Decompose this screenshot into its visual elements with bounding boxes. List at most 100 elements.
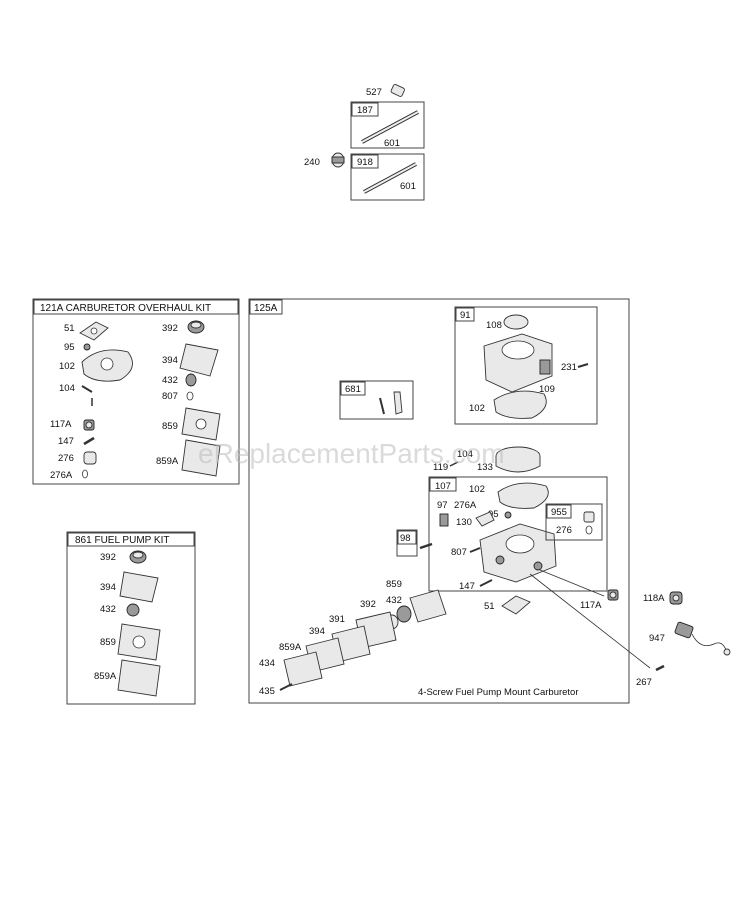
label-104-mid: 104 [457, 449, 473, 460]
top-group: 527 187 601 240 918 601 [304, 84, 425, 201]
carb-125a-caption: 4-Screw Fuel Pump Mount Carburetor [418, 687, 579, 698]
label-lower-432: 432 [386, 595, 402, 606]
carb-125a-frame [248, 298, 630, 704]
label-240: 240 [304, 157, 320, 168]
label-lower-391: 391 [329, 614, 345, 625]
carb-125a: 125A 4-Screw Fuel Pump Mount Carburetor … [248, 298, 651, 704]
screw-107-807-icon [469, 547, 481, 553]
label-861-432: 432 [100, 604, 116, 615]
carb-body-107-icon [479, 523, 557, 583]
part-527-icon [390, 84, 405, 97]
label-108: 108 [486, 320, 502, 331]
label-133: 133 [477, 462, 493, 473]
oring-807-icon [186, 391, 194, 401]
oring-276a-icon [82, 469, 88, 479]
label-lower-434: 434 [259, 658, 275, 669]
diaphragm-394-icon [179, 343, 219, 377]
gasket-861-859a-icon [117, 659, 161, 697]
box-107-title-box [429, 477, 457, 492]
label-119: 119 [433, 462, 448, 473]
needle-681-icon [379, 391, 403, 415]
box-91-title-box [455, 307, 475, 322]
label-130: 130 [456, 517, 472, 528]
screw-231-icon [577, 363, 589, 368]
label-859: 859 [162, 421, 178, 432]
box-681 [339, 380, 414, 420]
label-681: 681 [345, 384, 361, 395]
fuel-line-187-icon [361, 110, 419, 144]
valve-lower-117a-icon [607, 589, 619, 601]
label-392: 392 [162, 323, 178, 334]
label-276a: 276A [50, 470, 73, 481]
gasket-108-icon [503, 314, 529, 330]
leader-117a-line [539, 569, 605, 597]
label-95: 95 [64, 342, 75, 353]
label-231: 231 [561, 362, 577, 373]
label-107-276a: 276A [454, 500, 477, 511]
box-98 [396, 529, 418, 557]
label-107-807: 807 [451, 547, 467, 558]
label-98: 98 [400, 533, 411, 544]
label-947: 947 [649, 633, 665, 644]
gasket-861-432-icon [126, 603, 140, 617]
solenoid-947-icon [674, 621, 731, 656]
screw-107-95-icon [504, 511, 512, 519]
filter-861-392-icon [129, 550, 147, 564]
watermark-text: eReplacementParts.com [198, 438, 505, 469]
label-107-102: 102 [469, 484, 485, 495]
label-lower-392: 392 [360, 599, 376, 610]
cap-276-icon [83, 451, 97, 465]
label-955-276: 276 [556, 525, 572, 536]
label-394: 394 [162, 355, 178, 366]
gasket-859a-icon [181, 439, 221, 477]
label-51: 51 [64, 323, 75, 334]
label-lower-859a: 859A [279, 642, 302, 653]
label-861-859a: 859A [94, 671, 117, 682]
label-117a: 117A [50, 419, 72, 430]
label-267: 267 [636, 677, 652, 688]
label-118a: 118A [643, 593, 665, 604]
plate-861-859-icon [117, 623, 161, 661]
carb-125a-title-box [249, 299, 283, 315]
label-432: 432 [162, 375, 178, 386]
kit-121a: 121A CARBURETOR OVERHAUL KIT 51 95 102 1… [32, 298, 240, 485]
label-527: 527 [366, 87, 382, 98]
label-104: 104 [59, 383, 75, 394]
label-lower-51: 51 [484, 601, 495, 612]
carb-body-91-icon [483, 333, 553, 393]
label-lower-117a: 117A [580, 600, 602, 611]
label-807: 807 [162, 391, 178, 402]
fuel-pump-stack-icon [279, 589, 447, 691]
outside-parts: 118A 947 267 [636, 591, 731, 688]
box-187-title [351, 102, 379, 117]
gasket-432-icon [185, 373, 197, 387]
fitting-118a-icon [669, 591, 683, 605]
box-918-title [351, 154, 379, 169]
label-91-102: 102 [469, 403, 485, 414]
bowl-133-icon [495, 446, 541, 473]
label-97: 97 [437, 500, 448, 511]
screw-lower-147-icon [479, 579, 493, 587]
label-861-394: 394 [100, 582, 116, 593]
label-107: 107 [435, 481, 451, 492]
diaphragm-861-394-icon [119, 571, 159, 603]
label-lower-147: 147 [459, 581, 475, 592]
gasket-51-icon [79, 321, 109, 341]
filter-392-icon [187, 320, 205, 334]
box-98-title-box [397, 530, 417, 545]
box-107 [428, 476, 608, 592]
label-109: 109 [539, 384, 555, 395]
label-187: 187 [357, 105, 373, 116]
lever-130-icon [475, 511, 495, 527]
screw-95-icon [83, 343, 91, 351]
box-187 [350, 101, 425, 149]
kit-121a-frame [32, 298, 240, 485]
lever-97-icon [439, 513, 449, 527]
label-147: 147 [58, 436, 74, 447]
label-601-a: 601 [384, 138, 400, 149]
pin-104-icon [81, 385, 93, 393]
cap-955-icon [583, 511, 595, 523]
kit-861-title-box [67, 532, 195, 547]
